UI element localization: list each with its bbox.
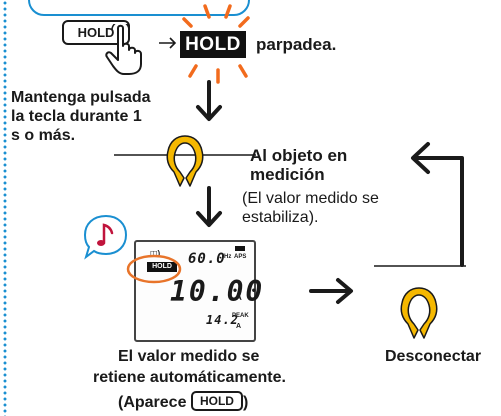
caption-appear-suffix: ) bbox=[242, 394, 249, 411]
left-note-line-2: la tecla durante 1 bbox=[11, 108, 142, 125]
left-note-line-1: Mantenga pulsada bbox=[11, 89, 151, 106]
hold-key[interactable]: HOLD bbox=[62, 20, 130, 45]
caption-appear-prefix: (Aparece bbox=[118, 394, 187, 411]
object-line-2: medición bbox=[250, 165, 325, 184]
battery-icon bbox=[235, 246, 245, 251]
finger-press-icon bbox=[105, 24, 142, 75]
lcd-frequency: 60.0 bbox=[188, 251, 226, 267]
arrow-down-icon bbox=[196, 80, 222, 121]
highlight-circle bbox=[126, 254, 182, 284]
lcd-main-unit: A bbox=[236, 293, 242, 302]
arrow-right-icon bbox=[309, 278, 353, 304]
lcd-frequency-unit: Hz bbox=[224, 254, 232, 260]
hold-badge: HOLD bbox=[180, 31, 246, 58]
blink-rays-icon bbox=[182, 4, 250, 84]
object-note-line-1: (El valor medido se bbox=[242, 190, 379, 207]
lcd-peak-value: 14.2 bbox=[206, 313, 239, 327]
clamp-on-conductor-icon bbox=[114, 135, 256, 187]
caption-line-2: retiene automáticamente. bbox=[93, 369, 286, 386]
lcd-main-value: 10.00 bbox=[170, 275, 265, 308]
arrow-right-icon bbox=[159, 37, 177, 49]
left-note-line-3: s o más. bbox=[11, 127, 76, 144]
return-arrow-icon bbox=[411, 142, 464, 267]
lcd-peak-unit: A bbox=[236, 323, 242, 330]
caption-line-3: (Aparece HOLD) bbox=[118, 391, 248, 412]
clamp-mode-icon: ◫) bbox=[150, 249, 161, 258]
clamp-disconnected-icon bbox=[374, 265, 466, 339]
object-line-1: Al objeto en bbox=[250, 146, 348, 165]
dotted-margin-line bbox=[3, 0, 7, 416]
object-note-line-2: estabiliza). bbox=[242, 209, 319, 226]
disconnect-label: Desconectar bbox=[385, 348, 482, 365]
lcd-hold-indicator: HOLD bbox=[147, 262, 177, 272]
lcd-aps: APS bbox=[234, 254, 247, 260]
caption-line-1: El valor medido se bbox=[118, 348, 260, 365]
blink-text: parpadea. bbox=[256, 35, 337, 54]
arrow-down-icon bbox=[196, 186, 222, 227]
caption-hold-key: HOLD bbox=[190, 391, 243, 411]
beep-sound-icon bbox=[83, 214, 128, 260]
lcd-peak-tag: PEAK bbox=[232, 313, 249, 319]
